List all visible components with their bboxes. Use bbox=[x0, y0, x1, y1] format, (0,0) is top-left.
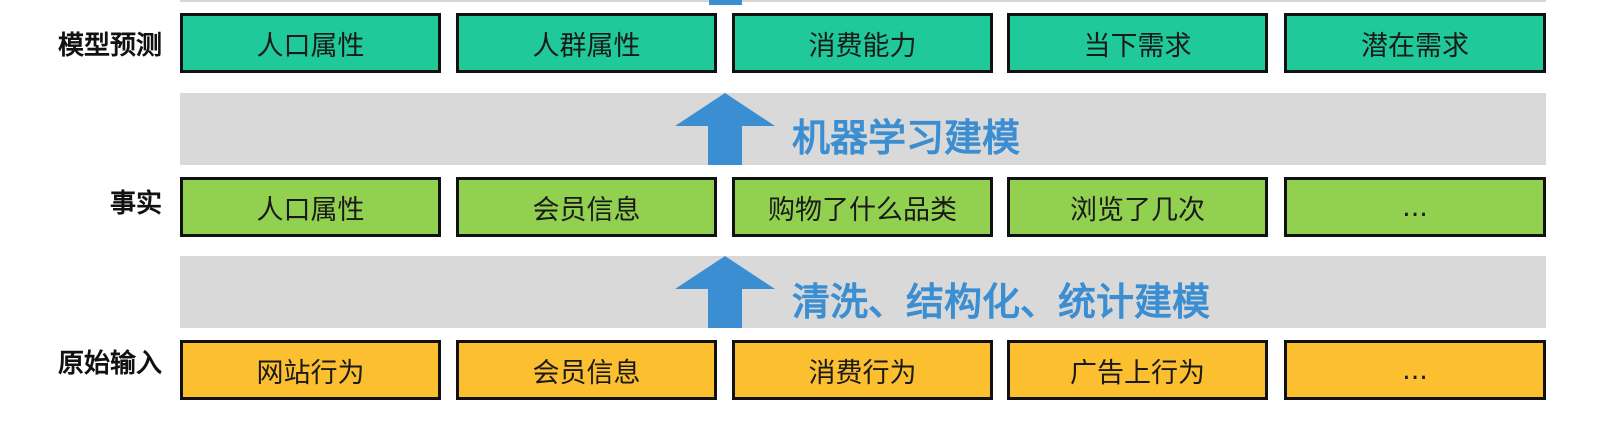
model-box-4: 当下需求 bbox=[1007, 13, 1268, 73]
row-label-fact: 事实 bbox=[109, 189, 162, 219]
cleaning-band bbox=[180, 256, 1546, 328]
raw-box-2: 会员信息 bbox=[456, 340, 717, 400]
model-box-3: 消费能力 bbox=[732, 13, 993, 73]
model-box-5: 潜在需求 bbox=[1284, 13, 1546, 73]
up-arrow-icon bbox=[675, 256, 775, 328]
raw-box-3: 消费行为 bbox=[732, 340, 993, 400]
fact-box-4: 浏览了几次 bbox=[1007, 177, 1268, 237]
top-divider bbox=[180, 0, 1546, 2]
cleaning-label: 清洗、结构化、统计建模 bbox=[792, 280, 1211, 324]
fact-box-5: ... bbox=[1284, 177, 1546, 237]
fact-box-1: 人口属性 bbox=[180, 177, 441, 237]
raw-box-4: 广告上行为 bbox=[1007, 340, 1268, 400]
raw-box-5: ... bbox=[1284, 340, 1546, 400]
row-label-raw: 原始输入 bbox=[57, 349, 162, 379]
fact-box-2: 会员信息 bbox=[456, 177, 717, 237]
fact-box-3: 购物了什么品类 bbox=[732, 177, 993, 237]
raw-box-1: 网站行为 bbox=[180, 340, 441, 400]
ml-modeling-band bbox=[180, 93, 1546, 165]
model-box-2: 人群属性 bbox=[456, 13, 717, 73]
up-arrow-icon bbox=[675, 93, 775, 165]
model-box-1: 人口属性 bbox=[180, 13, 441, 73]
ml-modeling-label: 机器学习建模 bbox=[792, 116, 1021, 160]
top-arrow-stub bbox=[709, 0, 742, 5]
row-label-model: 模型预测 bbox=[57, 31, 162, 61]
